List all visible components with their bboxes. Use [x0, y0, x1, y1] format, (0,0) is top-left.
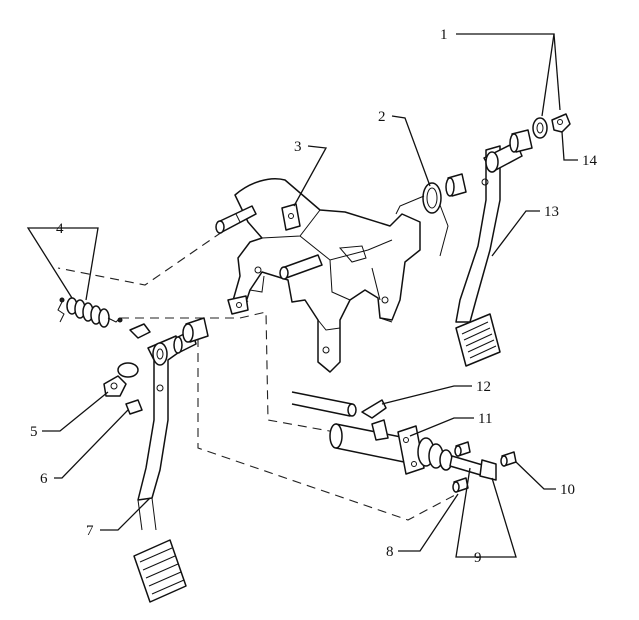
pedal-stop-pad — [117, 362, 139, 378]
callout-4: 4 — [56, 221, 64, 237]
pedal-nut — [125, 399, 143, 415]
callout-7: 7 — [86, 523, 94, 539]
callout-10: 10 — [560, 482, 575, 498]
callout-14: 14 — [582, 153, 598, 169]
brake-pedal-bushings — [509, 117, 548, 153]
clutch-master-cylinder — [329, 419, 497, 481]
callout-13: 13 — [544, 204, 559, 220]
retaining-clip — [281, 203, 301, 231]
callout-12: 12 — [476, 379, 491, 395]
brake-pedal — [455, 141, 523, 367]
callout-5: 5 — [30, 424, 38, 440]
callout-6: 6 — [40, 471, 48, 487]
mounting-bolt-upper — [454, 441, 471, 457]
clutch-pedal — [129, 323, 187, 603]
callout-2: 2 — [378, 109, 386, 125]
callout-9: 9 — [474, 550, 482, 566]
clutch-spring — [57, 297, 123, 328]
fluid-hose — [291, 391, 387, 419]
clevis-pin-bolt — [500, 451, 517, 467]
return-spring — [395, 182, 449, 257]
clutch-pedal-bushings — [173, 317, 209, 354]
mounting-bolt-lower — [452, 477, 469, 493]
callout-8: 8 — [386, 544, 394, 560]
leader-lines — [26, 33, 578, 558]
pivot-pin — [215, 205, 257, 234]
callout-11: 11 — [478, 411, 492, 427]
callout-3: 3 — [294, 139, 302, 155]
pivot-bushing — [445, 173, 467, 197]
callout-1: 1 — [440, 27, 448, 43]
callout-labels: 1 2 3 4 5 6 7 8 9 10 11 12 13 14 — [30, 27, 598, 566]
pedal-bracket — [231, 178, 421, 373]
brake-pedal-clip — [551, 113, 571, 133]
bracket-mount-plate — [227, 295, 249, 315]
